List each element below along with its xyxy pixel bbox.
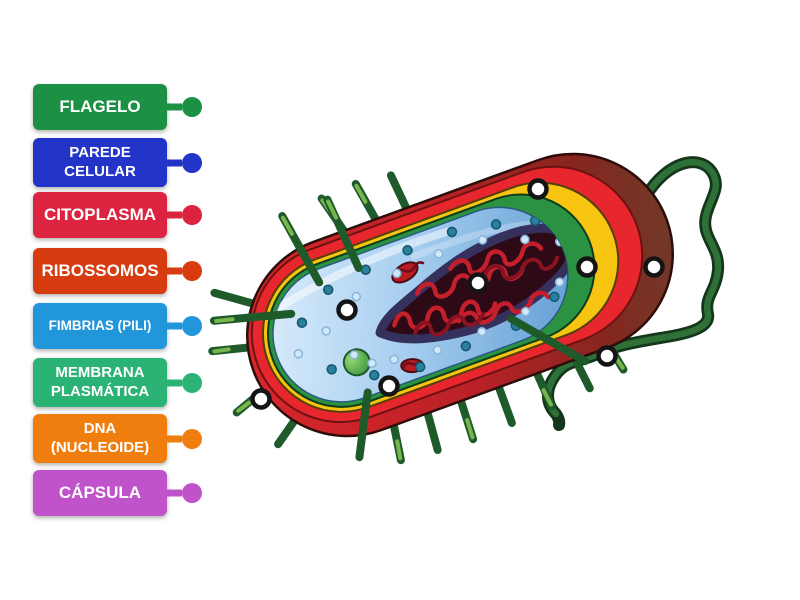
- connector-dot: [182, 97, 202, 117]
- label-text: RIBOSSOMOS: [41, 260, 159, 280]
- drop-zone-5[interactable]: [336, 299, 358, 321]
- connector-stem: [166, 435, 182, 442]
- bacterium-body: [208, 152, 675, 465]
- label-text: FIMBRIAS (PILI): [48, 317, 152, 333]
- label-text: FLAGELO: [59, 96, 141, 116]
- drop-zone-1[interactable]: [527, 178, 549, 200]
- connector-stem: [166, 211, 182, 219]
- drop-markers: [250, 178, 665, 410]
- connector-dot: [182, 428, 202, 449]
- label-membrana-plasmatica[interactable]: MEMBRANA PLASMÁTICA: [33, 358, 202, 407]
- connector-stem: [166, 379, 182, 386]
- label-citoplasma[interactable]: CITOPLASMA: [33, 192, 202, 238]
- connector-dot: [182, 152, 202, 173]
- connector-dot: [182, 205, 202, 225]
- connector-dot: [182, 316, 202, 336]
- drop-zone-4[interactable]: [467, 272, 489, 294]
- connector-stem: [166, 489, 182, 497]
- label-text: MEMBRANA PLASMÁTICA: [50, 364, 150, 400]
- connector-dot: [182, 372, 202, 393]
- drop-zone-2[interactable]: [576, 256, 598, 278]
- label-text: CÁPSULA: [58, 482, 142, 502]
- drop-zone-8[interactable]: [596, 345, 618, 367]
- connector-stem: [166, 322, 182, 330]
- drop-zone-6[interactable]: [378, 375, 400, 397]
- drop-zone-7[interactable]: [250, 388, 272, 410]
- label-text: PAREDE CELULAR: [64, 144, 136, 180]
- label-text: DNA (NUCLEOIDE): [50, 420, 150, 456]
- label-dna-nucleoide[interactable]: DNA (NUCLEOIDE): [33, 414, 202, 463]
- cytoplasm-highlight: [410, 221, 541, 260]
- connector-stem: [166, 159, 182, 166]
- fimbriae-crossing: [209, 195, 590, 462]
- label-fimbrias-pili[interactable]: FIMBRIAS (PILI): [33, 303, 202, 349]
- connector-dot: [182, 483, 202, 503]
- label-ribossomos[interactable]: RIBOSSOMOS: [33, 248, 202, 294]
- label-capsula[interactable]: CÁPSULA: [33, 470, 202, 516]
- connector-dot: [182, 261, 202, 281]
- label-text: CITOPLASMA: [43, 204, 157, 224]
- granule-bead: [367, 358, 377, 368]
- fimbriae-crossing-tips: [214, 199, 339, 323]
- connector-stem: [166, 267, 182, 275]
- label-flagelo[interactable]: FLAGELO: [33, 84, 202, 130]
- label-parede-celular[interactable]: PAREDE CELULAR: [33, 138, 202, 187]
- connector-stem: [166, 103, 182, 111]
- drop-zone-3[interactable]: [643, 256, 665, 278]
